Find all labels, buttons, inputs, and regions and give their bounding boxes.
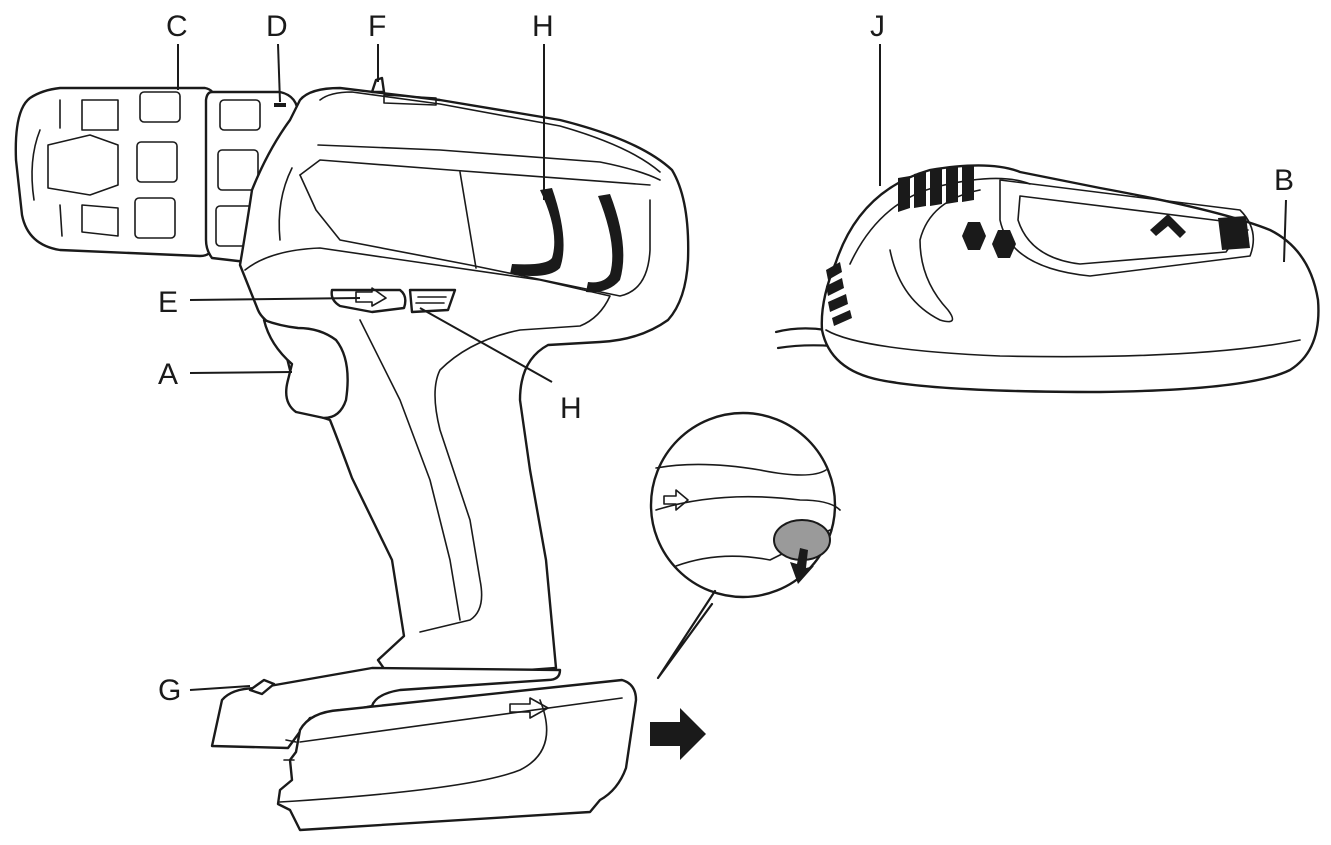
- label-b: B: [1274, 164, 1294, 197]
- label-e: E: [158, 286, 178, 319]
- battery-pack[interactable]: [210, 666, 638, 832]
- drill-housing: [238, 76, 690, 682]
- labels: C D F H J B E A H G: [158, 10, 1294, 707]
- label-h-top: H: [532, 10, 554, 43]
- push-release-arrow-icon: [790, 548, 814, 584]
- label-h-bottom: H: [560, 392, 582, 425]
- charger-vents: [826, 166, 974, 326]
- direction-switch[interactable]: [330, 287, 457, 314]
- drill: 17: [14, 76, 706, 832]
- remove-battery-arrow-icon: [650, 708, 706, 760]
- label-d: D: [266, 10, 288, 43]
- chuck: [14, 86, 216, 258]
- leader-lines: [177, 43, 1287, 691]
- label-a: A: [158, 358, 178, 391]
- label-g: G: [158, 674, 181, 707]
- release-arrow-icon: [509, 697, 549, 719]
- label-f: F: [368, 10, 386, 43]
- charger: [774, 164, 1320, 394]
- label-j: J: [870, 10, 885, 43]
- battery-release-detail: [649, 411, 841, 680]
- label-c: C: [166, 10, 188, 43]
- direction-arrow-icon: [355, 287, 387, 307]
